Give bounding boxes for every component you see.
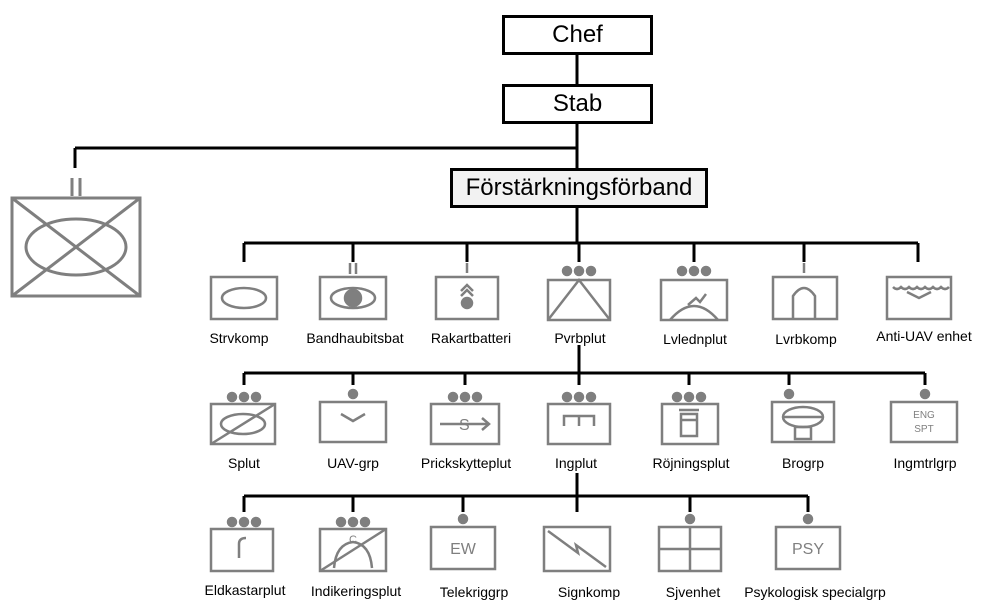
- engineer-platoon-symbol: [546, 391, 612, 446]
- medical-unit-symbol: [657, 513, 723, 573]
- cbrn-symbol-text: C: [349, 534, 357, 546]
- cbrn-detection-platoon-symbol: [318, 516, 388, 573]
- antitank-missile-platoon-symbol: [546, 265, 612, 322]
- tank-company-symbol: [209, 275, 279, 321]
- stab-label: Stab: [552, 90, 603, 117]
- unit-label-rakartbatteri: Rakartbatteri: [430, 330, 512, 346]
- ew-symbol-text: EW: [450, 541, 477, 558]
- chef-box: Chef: [502, 15, 653, 55]
- electronic-warfare-group-symbol: [429, 513, 497, 571]
- unit-label-ingmtrlgrp: Ingmtrlgrp: [893, 455, 957, 471]
- unit-label-uav-grp: UAV-grp: [327, 455, 379, 471]
- engineer-materiel-group-symbol: [889, 388, 959, 444]
- connector-lines: [73, 54, 927, 512]
- unit-label-telekriggrp: Telekriggrp: [439, 584, 509, 600]
- psyops-group-symbol: [774, 513, 842, 571]
- sniper-symbol-text: S: [459, 417, 470, 434]
- sp-howitzer-battalion-symbol: [318, 263, 388, 321]
- reinforcement-box: Förstärkningsförband: [450, 168, 708, 208]
- unit-label-strvkomp: Strvkomp: [209, 330, 269, 346]
- unit-label-anti-uav: Anti-UAV enhet: [876, 328, 972, 344]
- unit-label-prickskytteplut: Prickskytteplut: [420, 455, 512, 471]
- psy-symbol-text: PSY: [792, 541, 824, 558]
- clearance-platoon-symbol: [660, 391, 720, 446]
- sniper-platoon-symbol: [429, 391, 501, 446]
- unit-label-brogrp: Brogrp: [781, 455, 825, 471]
- air-defense-missile-company-symbol: [771, 263, 839, 321]
- anti-uav-unit-symbol: [885, 275, 953, 321]
- rocket-artillery-battery-symbol: [434, 263, 500, 321]
- signal-company-symbol: [542, 525, 612, 573]
- unit-label-lvlednplut: Lvlednplut: [663, 331, 727, 347]
- eng-symbol-text: ENG: [913, 410, 935, 421]
- spt-symbol-text: SPT: [914, 424, 933, 435]
- chef-label: Chef: [552, 21, 603, 48]
- air-defense-command-platoon-symbol: [659, 265, 729, 322]
- unit-label-pvrbplut: Pvrbplut: [554, 330, 606, 346]
- unit-label-ingplut: Ingplut: [554, 455, 598, 471]
- armoured-battalion-symbol: [10, 178, 142, 298]
- recon-platoon-symbol: [209, 391, 277, 446]
- unit-label-sjvenhet: Sjvenhet: [665, 584, 721, 600]
- reinforcement-label: Förstärkningsförband: [465, 174, 693, 201]
- stab-box: Stab: [502, 84, 653, 124]
- unit-label-psykologisk: Psykologisk specialgrp: [744, 584, 886, 600]
- uav-group-symbol: [318, 388, 388, 444]
- unit-label-eldkastarplut: Eldkastarplut: [204, 582, 286, 598]
- unit-label-splut: Splut: [228, 455, 260, 471]
- unit-label-lvrbkomp: Lvrbkomp: [775, 331, 837, 347]
- unit-label-rojningsplut: Röjningsplut: [652, 455, 730, 471]
- unit-label-bandhaubitsbat: Bandhaubitsbat: [306, 330, 404, 346]
- flamethrower-platoon-symbol: [209, 516, 275, 573]
- unit-label-indikeringsplut: Indikeringsplut: [310, 583, 402, 599]
- unit-label-signkomp: Signkomp: [557, 584, 621, 600]
- bridge-group-symbol: [770, 388, 836, 444]
